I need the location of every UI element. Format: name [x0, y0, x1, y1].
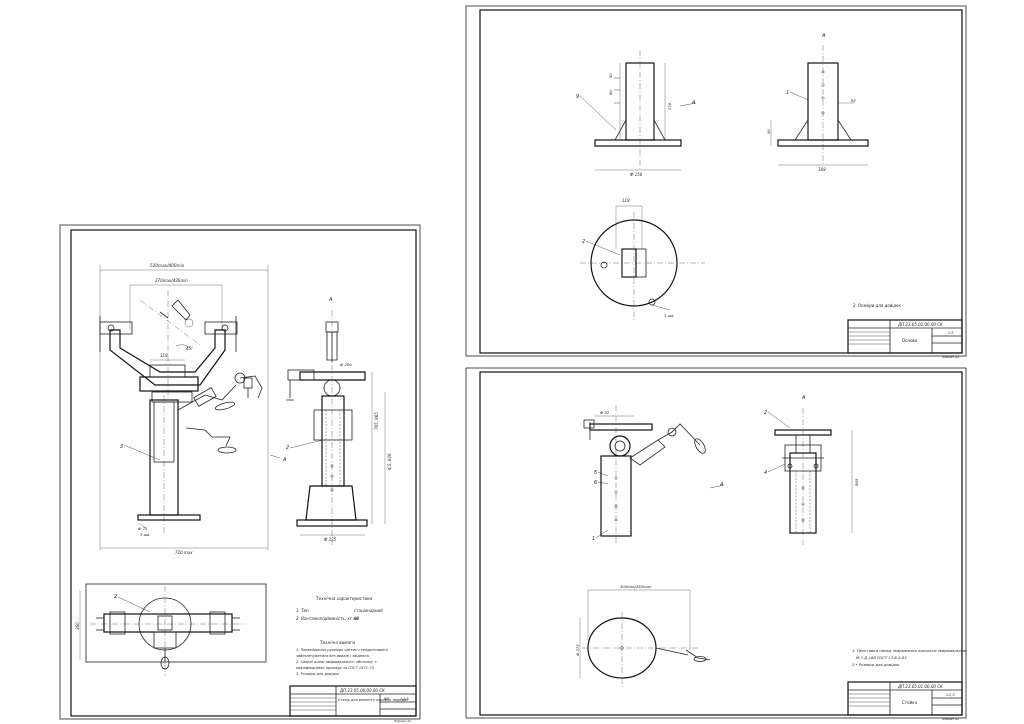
tb1-name: Стенд для ремонту коробок передач	[338, 698, 408, 702]
column-side-view: А 2 4 985	[764, 395, 859, 545]
leader-2-s3: 2	[764, 410, 767, 416]
dim-d150: Ф 150	[630, 172, 643, 177]
base-front-view: 50 80 276 9 Ф 150 А	[576, 50, 697, 177]
leader-6: 6	[594, 480, 597, 486]
view-label-a: А	[328, 297, 333, 303]
tech-item-1: 1. Тип	[296, 608, 309, 613]
tb1-code: ДП.23.05.00.00.00 СК	[339, 688, 385, 693]
sheet-3-frame-inner	[479, 371, 963, 716]
sheet-3-notes: 1. Проставки перед зварювання накласти з…	[852, 648, 967, 667]
leader-2b: 2	[114, 594, 117, 600]
sheet-1-frame-inner	[70, 229, 417, 717]
s3-note-1: 1. Проставки перед зварювання накласти з…	[852, 648, 967, 653]
column-front-view: Ф 32 5 6 1 А	[583, 405, 725, 545]
dim-height-2: 4,5..926	[387, 453, 392, 470]
dim-top-outer: 520max/400min	[150, 263, 185, 268]
tb1-lit: ЮТ	[384, 697, 391, 701]
sheet-2-frame-inner	[479, 9, 963, 354]
sheet-3-frame-outer	[465, 367, 967, 719]
req-1: 1. Переміщення рухомих частин стенда пов…	[296, 648, 388, 652]
dim-h276: 276	[667, 102, 672, 110]
tb2-format: Формат А2	[942, 355, 959, 359]
column-plan-view: 405min/450max Ф 275	[575, 584, 711, 688]
dim-plan-w: 360	[75, 622, 80, 630]
dim-small: Ф 75	[138, 526, 148, 531]
dim-s92: 92	[851, 98, 856, 103]
leader-4-s3: 4	[764, 470, 767, 476]
dim-height-total: 765..965	[374, 412, 379, 430]
dim-d168: 168	[818, 167, 826, 172]
sheet-1-titleblock: ДП.23.05.00.00.00 СК Стенд для ремонту к…	[289, 685, 417, 723]
tech-item-1-value: стаціонарний	[354, 608, 383, 613]
tb1-scale: 1:2,5	[400, 697, 409, 701]
leader-9: 9	[576, 94, 579, 100]
req-title: Технічні вимоги	[320, 640, 355, 645]
stand-plan-view: 2 360	[75, 583, 267, 676]
dim-base: Ф 125	[324, 537, 337, 542]
dim-118: 118	[160, 353, 168, 358]
sheet-1-frame-outer	[59, 224, 421, 720]
req-5: 3. Розміри для довідок	[296, 672, 340, 676]
leader-3: 3	[120, 444, 123, 450]
sheet-1-assembly: 520max/400min 270max/430min 45°	[59, 224, 421, 723]
sheet-1-notes: Технічна характеристика 1. Тип стаціонар…	[296, 596, 388, 676]
tb3-format: Формат А2	[942, 717, 959, 721]
tb2-code: ДП.23.05.02.00.00 СК	[897, 322, 943, 327]
dim-s50: 50	[608, 73, 613, 78]
dim-r1: Ф 200	[340, 362, 352, 367]
dim-ring: Ф 275	[575, 644, 580, 656]
tech-item-2-value: 90	[354, 616, 360, 621]
req-3: 2. Сварні шипи зварювального оболонку з	[296, 660, 377, 664]
base-side-view: А 1 92 50 168	[766, 33, 869, 172]
dim-h985: 985	[854, 478, 859, 486]
leader-1-s2: 1	[786, 90, 789, 96]
base-plan-view: 118 2 3 шв.	[580, 198, 705, 320]
leader-5: 5	[594, 470, 597, 476]
dim-s80: 80	[608, 90, 613, 95]
tb3-scale: 1:2,5	[946, 693, 955, 697]
tb2-name: Основа	[902, 338, 918, 343]
tech-title: Технічна характеристика	[316, 596, 373, 601]
leader-1-s3: 1	[592, 536, 595, 542]
arrow-a-s3: А	[719, 482, 724, 488]
s3-note-2: М-7-Д 168 ГОСТ 13-б.4-83	[856, 655, 907, 660]
dim-weld: 3 шв.	[140, 532, 151, 537]
req-4: кваліфікаційно приладу за ГОСТ 1471-75	[296, 666, 375, 670]
tech-item-2: 2. Вантажопідйомність, кг не	[296, 616, 359, 621]
dim-d118-s2: 118	[622, 198, 630, 203]
sheet-2-note: 2. Розміри для довідок	[853, 303, 902, 308]
sheet-2-titleblock: ДП.23.05.02.00.00 СК Основа 1:2 Формат А…	[847, 319, 963, 359]
sheet-3-titleblock: ДП.23.05.01.00.00 СК Стойка 1:2,5 Формат…	[847, 681, 963, 721]
dim-s50b: 50	[766, 129, 771, 134]
tb1-format: Формат А1	[394, 719, 411, 723]
leader-2: 2	[286, 445, 289, 451]
dim-plate: 405min/450max	[620, 584, 652, 589]
dim-top-inner: 270max/430min	[155, 278, 188, 283]
arrow-a-label: А	[282, 457, 287, 463]
tb3-name: Стойка	[902, 700, 918, 705]
dim-width-bottom: 720 max	[175, 550, 193, 555]
tb3-code: ДП.23.05.01.00.00 СК	[897, 684, 943, 689]
leader-2-s2: 2	[582, 239, 585, 245]
stand-side-view: А 2 765..965 4,5..926	[269, 297, 392, 545]
view-label-a-s3: А	[801, 395, 806, 401]
tb2-scale: 1:2	[948, 331, 953, 335]
stand-front-view: 520max/400min 270max/430min 45°	[99, 263, 269, 555]
req-2: забезпечуватися без ривків і заїдання.	[296, 654, 370, 658]
sheet-2-base: 50 80 276 9 Ф 150 А А 1 92	[465, 5, 967, 359]
dim-weld-s2: 3 шв.	[664, 313, 675, 318]
dim-angle: 45°	[186, 346, 193, 351]
s3-note-3: 2.* Розміри для довідок	[852, 662, 900, 667]
sheet-3-column: Ф 32 5 6 1 А А	[465, 367, 967, 721]
view-label-a-s2: А	[821, 33, 826, 39]
arrow-a-s2: А	[691, 100, 696, 106]
dim-d32: Ф 32	[600, 410, 610, 415]
sheet-2-frame-outer	[465, 5, 967, 357]
